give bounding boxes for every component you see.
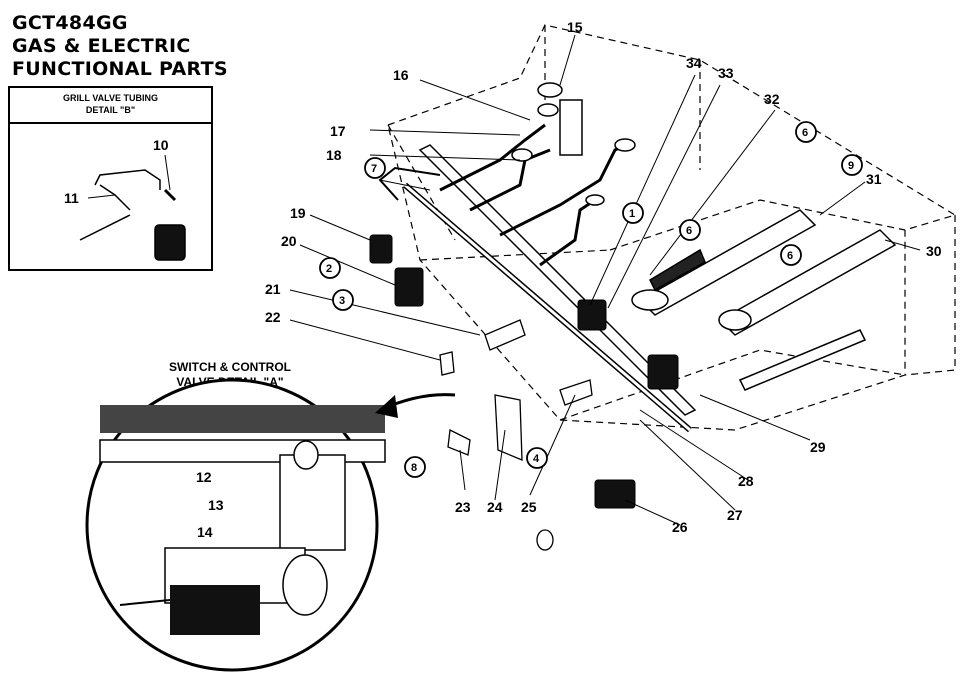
ignitor-34	[577, 299, 607, 331]
circled-callout-2: 2	[319, 257, 341, 279]
callout-18: 18	[326, 147, 342, 163]
valves	[439, 319, 593, 551]
circled-callout-7: 7	[364, 157, 386, 179]
callout-22: 22	[265, 309, 281, 325]
callout-27: 27	[727, 507, 743, 523]
callout-29: 29	[810, 439, 826, 455]
callout-24: 24	[487, 499, 503, 515]
callout-17: 17	[330, 123, 346, 139]
callout-26: 26	[672, 519, 688, 535]
svg-text:9: 9	[848, 160, 854, 172]
ignitor-29	[647, 354, 679, 390]
circled-callout-9: 9	[841, 154, 863, 176]
callout-labels: 15 16 17 18 19 20 21 22 23 24 25 26 27 2…	[64, 19, 942, 540]
svg-text:6: 6	[802, 127, 808, 139]
detail-b-header-line1: GRILL VALVE TUBING	[62, 93, 158, 103]
circled-callout-6a: 6	[795, 121, 817, 143]
dark-components	[369, 234, 679, 509]
backguard-strip	[100, 405, 385, 433]
circled-callouts: 1 2 3 4 6 6 6 7 8 9	[319, 121, 863, 478]
burner-tubes	[439, 82, 636, 267]
callout-20: 20	[281, 233, 297, 249]
ignitor-block-19	[369, 234, 393, 264]
svg-text:8: 8	[411, 462, 417, 474]
callout-15: 15	[567, 19, 583, 35]
switch-26	[594, 479, 636, 509]
callout-16: 16	[393, 67, 409, 83]
callout-31: 31	[866, 171, 882, 187]
detail-a-arrow-head	[375, 395, 398, 418]
svg-text:3: 3	[339, 295, 345, 307]
detail-b-header: GRILL VALVE TUBING DETAIL "B"	[10, 88, 211, 124]
circled-callout-3: 3	[332, 289, 354, 311]
svg-text:2: 2	[326, 263, 332, 275]
svg-text:6: 6	[787, 250, 793, 262]
callout-19: 19	[290, 205, 306, 221]
circled-callout-6b: 6	[679, 219, 701, 241]
bake-broil-burners	[631, 209, 897, 391]
circled-callout-1: 1	[622, 202, 644, 224]
circled-callout-8: 8	[404, 456, 426, 478]
callout-11: 11	[64, 190, 79, 206]
svg-text:4: 4	[533, 453, 540, 465]
detail-b-drawing	[79, 169, 186, 261]
callout-21: 21	[265, 281, 281, 297]
detail-a-circle	[85, 378, 386, 672]
svg-text:6: 6	[686, 225, 692, 237]
callout-30: 30	[926, 243, 942, 259]
title-line-2: GAS & ELECTRIC	[12, 35, 191, 57]
title-line-3: FUNCTIONAL PARTS	[12, 58, 228, 80]
circled-callout-4: 4	[526, 447, 548, 469]
callout-28: 28	[738, 473, 754, 489]
model-number: GCT484GG	[12, 12, 128, 34]
ignitor-block-20	[394, 267, 424, 307]
detail-b-header-line2: DETAIL "B"	[85, 105, 136, 115]
callout-13: 13	[208, 497, 224, 513]
callout-10: 10	[153, 137, 169, 153]
callout-33: 33	[718, 65, 734, 81]
callout-14: 14	[197, 524, 213, 540]
callout-23: 23	[455, 499, 471, 515]
callout-25: 25	[521, 499, 537, 515]
circled-callout-6c: 6	[780, 244, 802, 266]
svg-text:7: 7	[371, 163, 377, 175]
callout-12: 12	[196, 469, 212, 485]
callout-32: 32	[764, 91, 780, 107]
detail-b-box: GRILL VALVE TUBING DETAIL "B"	[8, 86, 213, 271]
svg-text:1: 1	[629, 208, 635, 220]
callout-34: 34	[686, 55, 702, 71]
detail-a-title-line1: SWITCH & CONTROL	[169, 360, 291, 374]
